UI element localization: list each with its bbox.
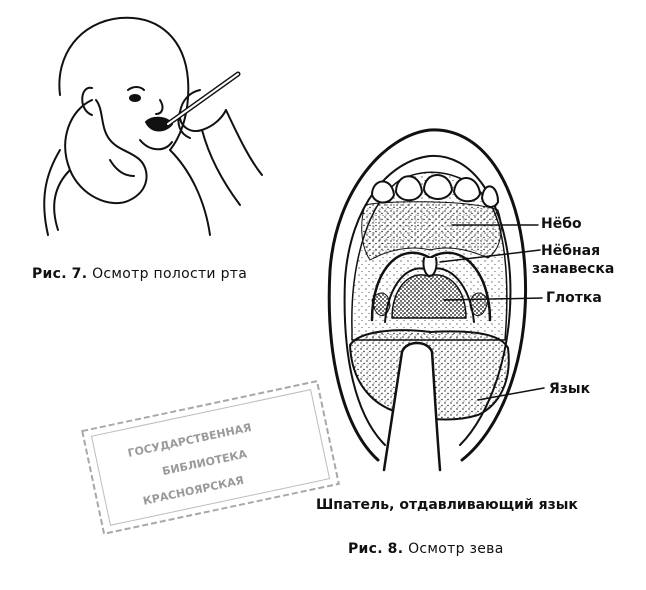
hard-palate (361, 201, 502, 261)
child-ear (81, 86, 93, 116)
uvula (422, 257, 438, 277)
pharynx (391, 274, 467, 319)
label-soft-palate-line2: занавеска (532, 261, 615, 277)
label-tongue: Язык (549, 381, 591, 397)
label-soft-palate-line1: Нёбная (541, 243, 601, 259)
figure7-caption-prefix: Рис. (32, 266, 67, 282)
child-body (43, 149, 61, 236)
label-spatula: Шпатель, отдавливающий язык (316, 497, 578, 513)
leader-lines (439, 224, 545, 401)
child-nose (155, 99, 164, 115)
upper-teeth (371, 174, 499, 208)
label-pharynx: Глотка (546, 290, 602, 306)
figure8-caption-text: Осмотр зева (408, 541, 504, 557)
figure8-caption: Рис. 8. Осмотр зева (348, 541, 504, 557)
left-tonsil (371, 292, 391, 317)
child-head-outline (58, 16, 190, 151)
adult-hand-left (64, 99, 148, 205)
label-palate: Нёбо (541, 216, 582, 232)
stamp-line-3: КРАСНОЯРСКАЯ (142, 474, 245, 508)
figure8-caption-number: 8. (387, 541, 404, 557)
figure8-mouth-illustration (327, 128, 545, 472)
figure7-caption-number: 7. (71, 266, 88, 282)
figure7-child-illustration (43, 16, 263, 236)
figure7-caption: Рис. 7. Осмотр полости рта (32, 266, 247, 282)
lips-inner (343, 154, 512, 446)
library-stamp: ГОСУДАРСТВЕННАЯ БИБЛИОТЕКА КРАСНОЯРСКАЯ (81, 379, 340, 535)
figure7-caption-text: Осмотр полости рта (92, 266, 248, 282)
spatula-fig8 (382, 341, 442, 472)
adult-hand-right (178, 89, 227, 132)
figure8-caption-prefix: Рис. (348, 541, 383, 557)
child-eye (129, 94, 141, 102)
stamp-line-2: БИБЛИОТЕКА (161, 447, 248, 478)
lips-outer (327, 128, 528, 462)
